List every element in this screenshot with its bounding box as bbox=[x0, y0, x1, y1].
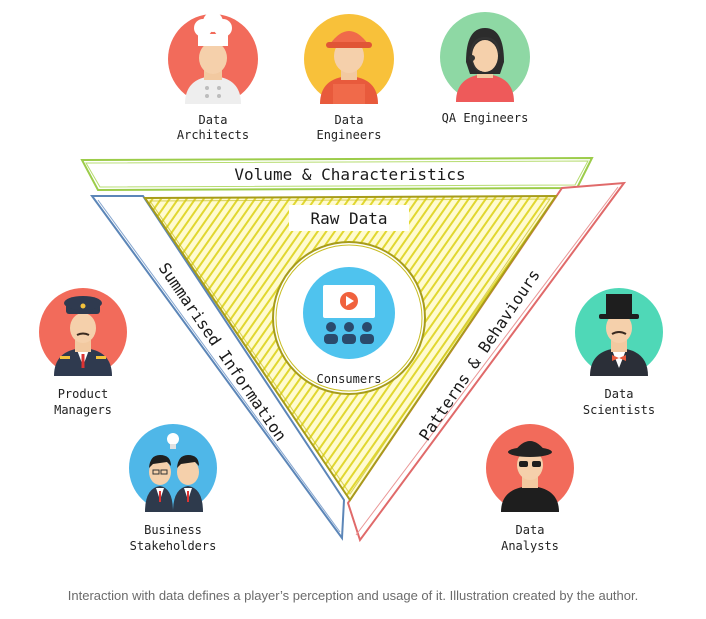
stakeholders-avatar-icon bbox=[129, 424, 217, 512]
headset-avatar-icon bbox=[440, 12, 530, 102]
figure-caption: Interaction with data defines a player’s… bbox=[67, 588, 639, 603]
engineer-avatar-icon bbox=[304, 14, 394, 104]
role-data-analysts: Data Analysts bbox=[486, 424, 574, 553]
role-label-line1: Data bbox=[335, 113, 364, 127]
raw-data-label: Raw Data bbox=[310, 209, 387, 228]
role-label-line1: Business bbox=[144, 523, 202, 537]
role-label-line1: Product bbox=[58, 387, 109, 401]
chef-avatar-icon bbox=[168, 12, 258, 104]
role-label-line2: Analysts bbox=[501, 539, 559, 553]
role-label-line2: Managers bbox=[54, 403, 112, 417]
role-label-line2: Architects bbox=[177, 128, 249, 142]
consumers-label: Consumers bbox=[316, 372, 381, 386]
consumers-node: Consumers bbox=[272, 241, 426, 395]
pilot-avatar-icon bbox=[39, 288, 127, 376]
tophat-avatar-icon bbox=[575, 288, 663, 376]
top-band: Volume & Characteristics bbox=[80, 156, 594, 192]
role-label-line2: Scientists bbox=[583, 403, 655, 417]
role-data-architects: Data Architects bbox=[168, 12, 258, 142]
role-business-stakeholders: Business Stakeholders bbox=[129, 424, 217, 553]
role-data-scientists: Data Scientists bbox=[575, 288, 663, 417]
role-label-line1: Data bbox=[516, 523, 545, 537]
top-band-label: Volume & Characteristics bbox=[234, 165, 465, 184]
presentation-icon bbox=[303, 267, 395, 359]
role-qa-engineers: QA Engineers bbox=[440, 12, 530, 125]
role-label-line1: Data bbox=[605, 387, 634, 401]
role-label: QA Engineers bbox=[442, 111, 529, 125]
role-label-line2: Stakeholders bbox=[130, 539, 217, 553]
lightbulb-icon bbox=[167, 433, 179, 449]
role-label-line2: Engineers bbox=[316, 128, 381, 142]
role-product-managers: Product Managers bbox=[39, 288, 127, 417]
role-data-engineers: Data Engineers bbox=[304, 14, 394, 142]
raw-data-label-box bbox=[289, 205, 409, 231]
detective-avatar-icon bbox=[486, 424, 574, 512]
role-label-line1: Data bbox=[199, 113, 228, 127]
